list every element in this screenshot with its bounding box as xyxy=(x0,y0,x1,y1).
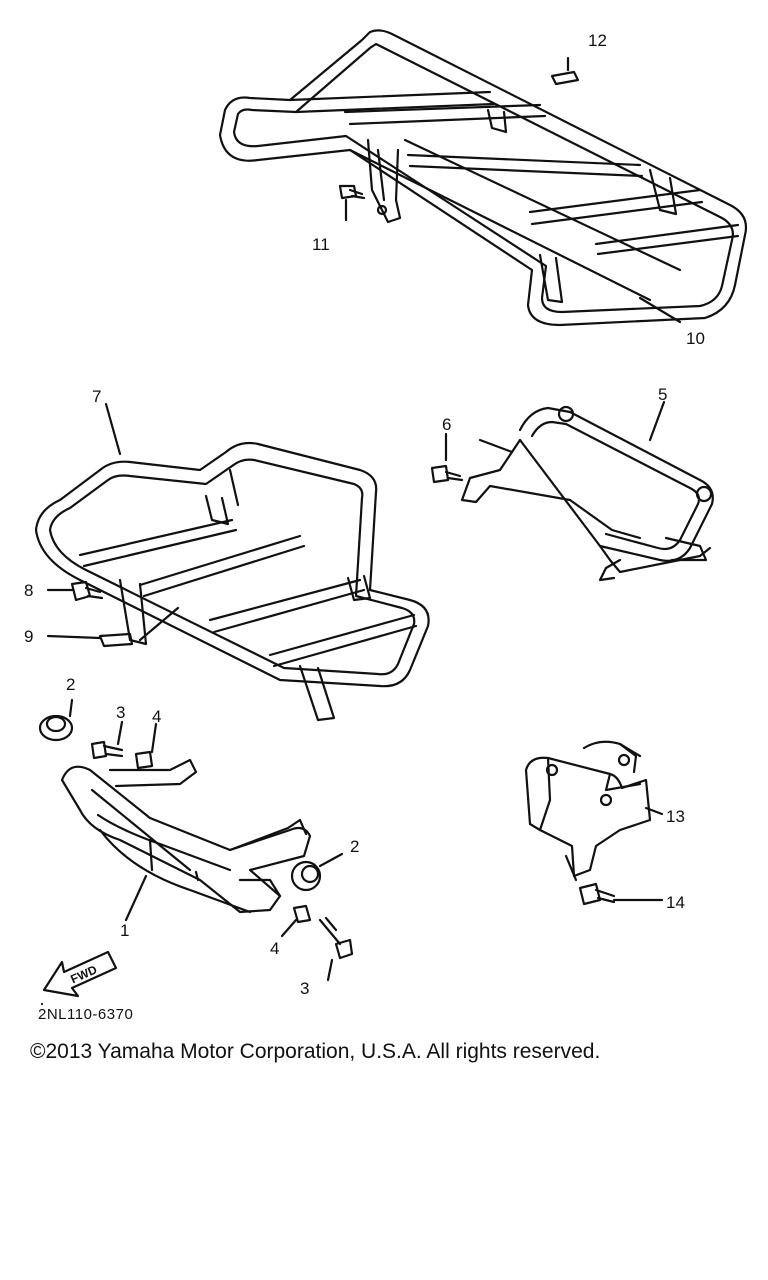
spacer-4-bottom xyxy=(280,904,312,938)
rear-carrier xyxy=(218,29,748,327)
callout-1: 1 xyxy=(120,921,129,940)
bolt-6 xyxy=(430,432,464,484)
collar-2-top xyxy=(38,698,74,742)
plate-9 xyxy=(98,606,180,648)
spacer-4-top xyxy=(134,722,158,770)
front-guard xyxy=(60,758,312,914)
callout-7: 7 xyxy=(92,387,101,406)
callout-9: 9 xyxy=(24,627,33,646)
callout-11: 11 xyxy=(312,235,330,254)
callout-12: 12 xyxy=(588,31,607,50)
callout-13: 13 xyxy=(666,807,685,826)
bolt-3-top xyxy=(90,720,124,760)
plate-12 xyxy=(550,70,580,86)
bolt-11 xyxy=(338,184,366,200)
callout-3-top: 3 xyxy=(116,703,125,722)
callout-2-top: 2 xyxy=(66,675,75,694)
callout-5: 5 xyxy=(658,385,667,404)
fwd-arrow xyxy=(42,950,118,998)
bolt-14 xyxy=(564,854,664,906)
front-bracket xyxy=(460,405,714,582)
bolt-3-bottom xyxy=(318,916,354,982)
callout-14: 14 xyxy=(666,893,685,912)
drawing-code: 2NL110-6370 xyxy=(38,1006,134,1023)
front-carrier xyxy=(34,441,430,722)
callout-4-top: 4 xyxy=(152,707,161,726)
parts-diagram: 12 11 10 7 5 6 8 9 2 3 4 2 13 14 1 4 3 F… xyxy=(24,29,748,1006)
callout-6: 6 xyxy=(442,415,451,434)
callout-3-bottom: 3 xyxy=(300,979,309,998)
callout-10: 10 xyxy=(686,329,705,348)
bracket-13 xyxy=(524,740,664,878)
callout-2-right: 2 xyxy=(350,837,359,856)
callout-8: 8 xyxy=(24,581,33,600)
collar-2-right xyxy=(290,852,344,892)
bolt-8 xyxy=(70,580,104,602)
callout-4-bottom: 4 xyxy=(270,939,279,958)
copyright-notice: ©2013 Yamaha Motor Corporation, U.S.A. A… xyxy=(30,1040,601,1063)
